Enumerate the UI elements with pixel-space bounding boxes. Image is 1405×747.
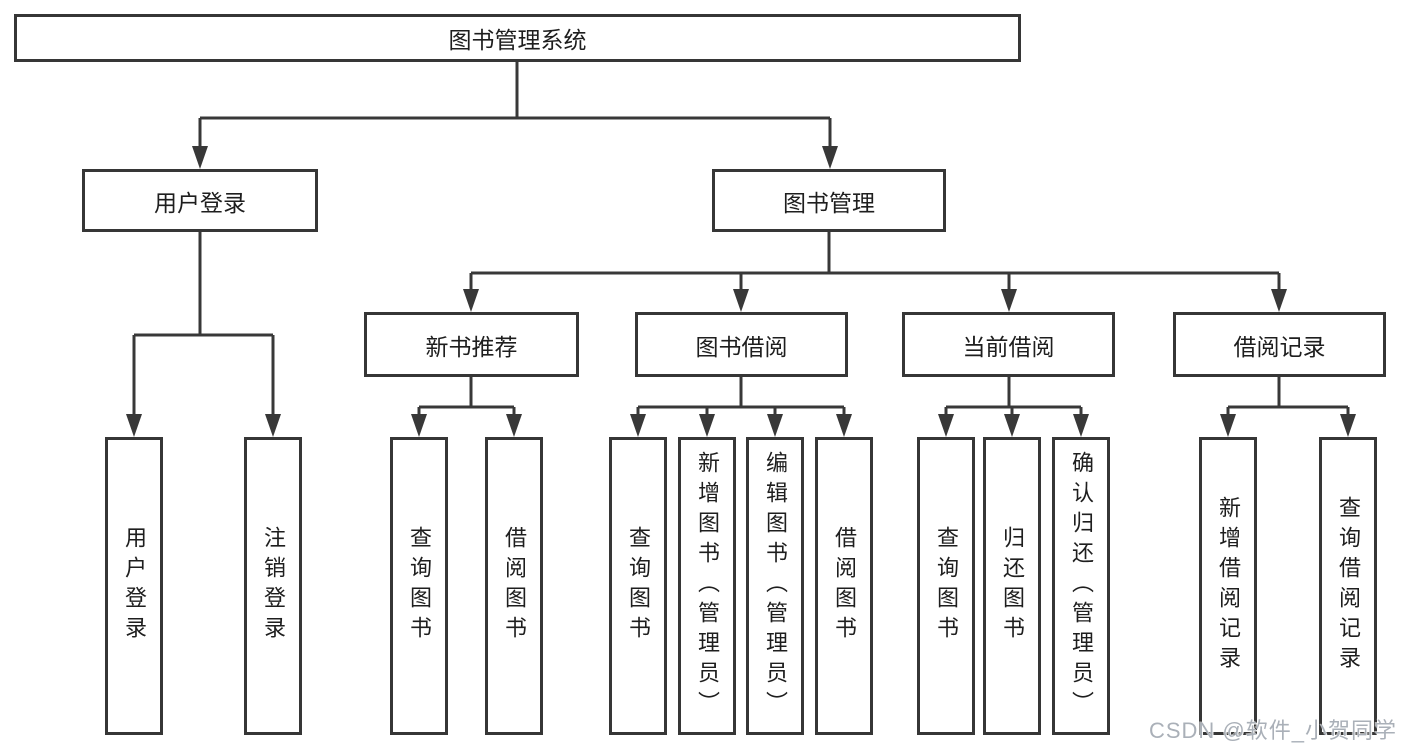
leaf-edit-book-admin: 编辑图书（管理员） bbox=[746, 437, 804, 735]
node-borrow-records: 借阅记录 bbox=[1173, 312, 1386, 377]
arrow-icon bbox=[1220, 414, 1236, 437]
arrow-icon bbox=[1073, 414, 1089, 437]
node-current-borrow: 当前借阅 bbox=[902, 312, 1115, 377]
arrow-icon bbox=[463, 289, 479, 312]
arrow-icon bbox=[767, 414, 783, 437]
node-root: 图书管理系统 bbox=[14, 14, 1021, 62]
connector-book-borrow-split bbox=[636, 377, 846, 416]
node-new-book-recommend: 新书推荐 bbox=[364, 312, 579, 377]
leaf-borrow-books-recommend: 借阅图书 bbox=[485, 437, 543, 735]
connector-current-borrow-split bbox=[944, 377, 1083, 416]
arrow-icon bbox=[699, 414, 715, 437]
connector-borrow-records-split bbox=[1226, 377, 1350, 416]
arrowheads bbox=[126, 146, 1356, 437]
arrow-icon bbox=[836, 414, 852, 437]
arrow-icon bbox=[192, 146, 208, 169]
node-user-login: 用户登录 bbox=[82, 169, 318, 232]
leaf-add-borrow-record: 新增借阅记录 bbox=[1199, 437, 1257, 735]
leaf-add-book-admin: 新增图书（管理员） bbox=[678, 437, 736, 735]
leaf-confirm-return-admin: 确认归还（管理员） bbox=[1052, 437, 1110, 735]
connector-new-book-recommend-split bbox=[417, 377, 516, 416]
arrow-icon bbox=[1004, 414, 1020, 437]
arrow-icon bbox=[938, 414, 954, 437]
arrow-icon bbox=[265, 414, 281, 437]
connector-book-management-split bbox=[469, 232, 1281, 291]
leaf-query-books-borrow: 查询图书 bbox=[609, 437, 667, 735]
leaf-query-books-current: 查询图书 bbox=[917, 437, 975, 735]
arrow-icon bbox=[126, 414, 142, 437]
leaf-query-borrow-record: 查询借阅记录 bbox=[1319, 437, 1377, 735]
csdn-watermark: CSDN @软件_小贺同学 bbox=[1148, 718, 1397, 743]
arrow-icon bbox=[1001, 289, 1017, 312]
connector-root-split bbox=[198, 62, 832, 147]
connector-user-login-split bbox=[132, 232, 275, 416]
arrow-icon bbox=[1271, 289, 1287, 312]
arrow-icon bbox=[822, 146, 838, 169]
arrow-icon bbox=[733, 289, 749, 312]
leaf-query-books-recommend: 查询图书 bbox=[390, 437, 448, 735]
arrow-icon bbox=[411, 414, 427, 437]
leaf-borrow-books: 借阅图书 bbox=[815, 437, 873, 735]
node-book-borrow: 图书借阅 bbox=[635, 312, 848, 377]
arrow-icon bbox=[506, 414, 522, 437]
leaf-return-book: 归还图书 bbox=[983, 437, 1041, 735]
leaf-logout: 注销登录 bbox=[244, 437, 302, 735]
arrow-icon bbox=[630, 414, 646, 437]
arrow-icon bbox=[1340, 414, 1356, 437]
node-book-management: 图书管理 bbox=[712, 169, 946, 232]
leaf-user-login: 用户登录 bbox=[105, 437, 163, 735]
